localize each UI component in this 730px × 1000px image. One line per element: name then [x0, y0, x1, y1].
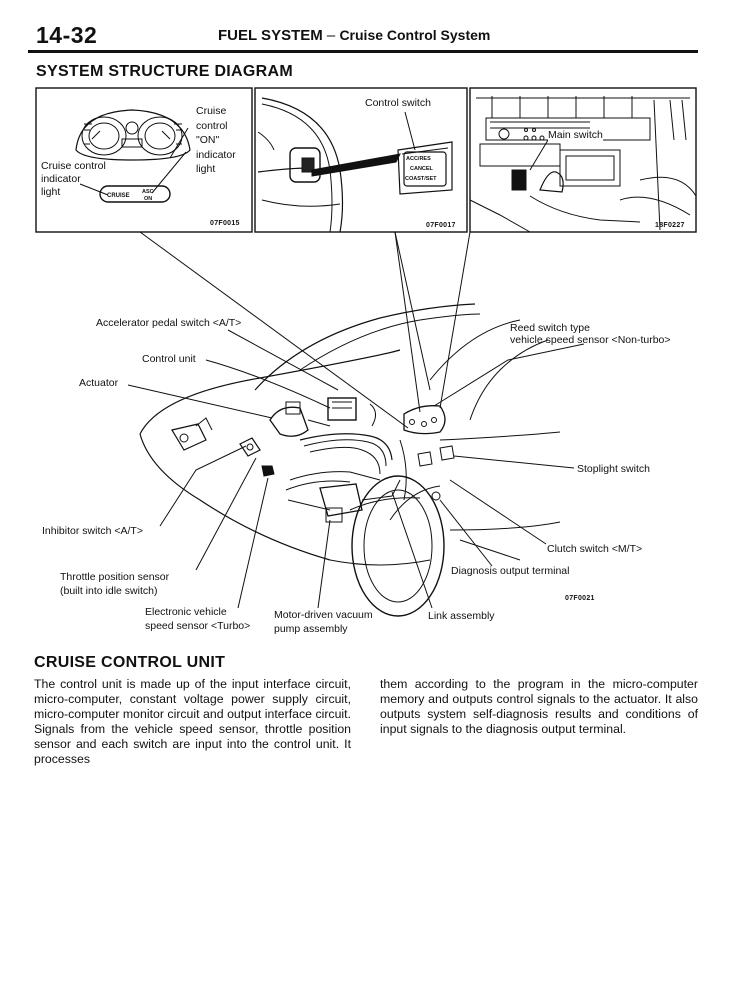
label-cruise-on-line-2: control: [196, 119, 228, 132]
meter-panel-frame: [35, 87, 253, 233]
dashboard-illustration: [469, 96, 697, 233]
control-switch-line-1: ACC/RES: [406, 156, 431, 162]
label-main-switch: Main switch: [548, 129, 603, 141]
label-clutch-switch: Clutch switch <M/T>: [547, 543, 643, 555]
system-structure-diagram: CRUISE ASC ON ACC/RES CANCEL COAST/SET: [35, 87, 697, 617]
control-switch-panel-frame: [254, 87, 468, 233]
label-diagnosis-output-terminal: Diagnosis output terminal: [451, 565, 570, 577]
control-switch-line-3: COAST/SET: [405, 176, 437, 182]
label-throttle-line-1: Throttle position sensor: [60, 571, 170, 583]
main-switch-panel-frame: [469, 87, 697, 233]
label-reed-switch-line-2: vehicle speed sensor <Non-turbo>: [510, 334, 671, 346]
leader-main-switch: [439, 231, 471, 409]
label-control-unit: Control unit: [142, 353, 196, 365]
control-switch-lever-panel: [403, 151, 447, 187]
meter-display-text: CRUISE: [107, 193, 130, 199]
cruise-control-unit-heading: CRUISE CONTROL UNIT: [34, 654, 226, 671]
label-pump-line-2: pump assembly: [274, 623, 348, 635]
steering-column-illustration: [257, 97, 453, 233]
label-cruise-on-line-1: Cruise: [196, 105, 227, 117]
label-evss-line-2: speed sensor <Turbo>: [145, 620, 251, 632]
control-switch-line-2: CANCEL: [410, 166, 434, 172]
label-cruise-on-line-5: light: [196, 163, 216, 175]
label-cruise-indicator-line-1: Cruise control: [41, 160, 106, 173]
label-cruise-on-line-4: indicator: [196, 148, 236, 161]
header-title-sub: Cruise Control System: [339, 27, 491, 43]
label-accelerator-pedal-switch: Accelerator pedal switch <A/T>: [96, 317, 242, 329]
label-reed-switch-line-1: Reed switch type: [510, 322, 590, 334]
label-throttle-line-2: (built into idle switch): [60, 585, 158, 597]
cruise-control-unit-paragraph-right: them according to the program in the mic…: [380, 677, 698, 736]
figure-code-main-switch: 18F0227: [655, 222, 685, 229]
header-title-main: FUEL SYSTEM: [218, 27, 323, 44]
label-inhibitor-switch: Inhibitor switch <A/T>: [42, 525, 143, 537]
label-throttle-position-sensor: Throttle position sensor (built into idl…: [60, 570, 169, 598]
meter-display-asc: ASC: [142, 189, 154, 195]
section-title: SYSTEM STRUCTURE DIAGRAM: [36, 63, 293, 80]
figure-code-meter: 07F0015: [210, 220, 240, 227]
label-stoplight-switch: Stoplight switch: [577, 463, 650, 475]
component-illustrations: [171, 397, 455, 523]
page-number: 14-32: [36, 22, 98, 48]
figure-code-control-switch: 07F0017: [426, 222, 456, 229]
header-title-separator: –: [322, 27, 340, 44]
header-title: FUEL SYSTEM – Cruise Control System: [218, 27, 490, 44]
header-rule: [28, 50, 698, 53]
label-actuator: Actuator: [79, 377, 119, 389]
meter-display-on: ON: [144, 196, 152, 202]
label-cruise-indicator-line-2: indicator: [41, 173, 81, 185]
label-cruise-indicator: Cruise control indicator light: [41, 160, 106, 199]
cruise-control-unit-paragraph-left: The control unit is made up of the input…: [34, 677, 351, 766]
label-control-switch: Control switch: [365, 97, 431, 109]
label-pump-line-1: Motor-driven vacuum: [274, 609, 373, 621]
callout-leaders: [127, 329, 585, 609]
label-reed-switch: Reed switch type vehicle speed sensor <N…: [510, 322, 671, 346]
label-link-assembly: Link assembly: [428, 610, 495, 622]
meter-cluster-illustration: [75, 109, 191, 203]
label-cruise-on: Cruise control "ON" indicator light: [196, 104, 236, 177]
leader-meter: [139, 231, 409, 429]
label-cruise-on-line-3: "ON": [196, 134, 220, 146]
label-electronic-vehicle-speed-sensor: Electronic vehicle speed sensor <Turbo>: [145, 605, 250, 633]
label-cruise-indicator-line-3: light: [41, 186, 61, 198]
label-vacuum-pump-assembly: Motor-driven vacuum pump assembly: [274, 608, 373, 636]
figure-code-main: 07F0021: [565, 595, 595, 602]
label-evss-line-1: Electronic vehicle: [145, 606, 227, 618]
